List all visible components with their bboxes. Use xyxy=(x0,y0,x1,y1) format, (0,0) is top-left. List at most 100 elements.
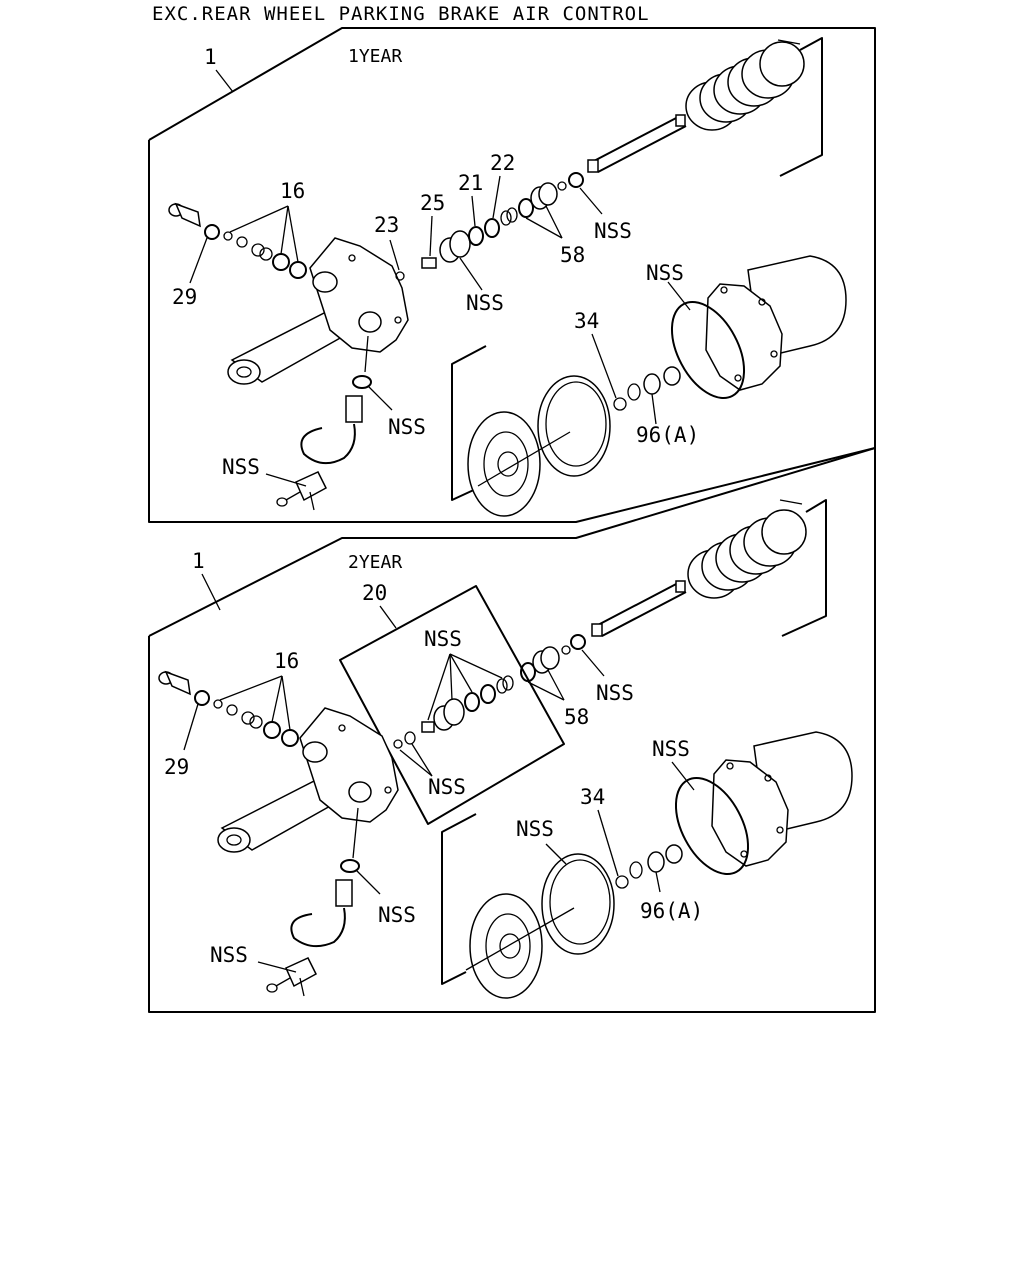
o-ring-29-2 xyxy=(194,690,210,706)
assembly-axis xyxy=(477,431,571,487)
valve-58-2 xyxy=(532,646,560,674)
callout-nss-fitting-2: NSS xyxy=(210,943,248,967)
leader-nss-fitting xyxy=(265,473,307,487)
break-line-piston-2 xyxy=(441,813,477,985)
callout-nss-kit-top: NSS xyxy=(424,627,462,651)
leader-nss-washer-2 xyxy=(355,869,381,895)
leader-kit-e xyxy=(399,749,433,777)
o-ring-58 xyxy=(518,198,534,218)
kit-contents xyxy=(393,675,514,749)
leader-16-c xyxy=(287,205,299,263)
leader-58-b-2 xyxy=(547,669,565,701)
washer-small xyxy=(557,181,567,191)
inlet-fitting-2 xyxy=(158,670,191,696)
callout-nss-oring-2: NSS xyxy=(652,737,690,761)
leader-16-b xyxy=(280,205,289,255)
diagram-title: EXC.REAR WHEEL PARKING BRAKE AIR CONTROL xyxy=(152,3,650,25)
leader-23 xyxy=(389,239,400,271)
leader-22 xyxy=(492,175,501,219)
callout-58: 58 xyxy=(560,243,585,267)
callout-nss-clip-2: NSS xyxy=(596,681,634,705)
chamber xyxy=(705,255,847,391)
air-line-2 xyxy=(266,879,353,997)
washer-nss xyxy=(352,375,372,389)
leader-kit-a xyxy=(427,653,451,721)
spring xyxy=(685,39,805,131)
diaphragm-plate xyxy=(467,411,541,517)
leader-kit-b xyxy=(449,653,453,701)
snap-ring-2 xyxy=(570,634,586,650)
seal-16-a-2 xyxy=(263,721,281,739)
break-line-spring-2 xyxy=(781,499,827,637)
snap-ring xyxy=(568,172,584,188)
assembly-axis-2 xyxy=(465,907,575,971)
seal-22 xyxy=(484,218,500,238)
leader-nss-washer xyxy=(367,385,393,411)
valve-58 xyxy=(530,182,558,210)
leader-16-b-2 xyxy=(271,675,283,723)
panel-2year: 2YEAR 1 20 xyxy=(148,447,876,1013)
leader-nss-fitting-2 xyxy=(257,961,297,973)
callout-nss-ring: NSS xyxy=(516,817,554,841)
leader-nss-clip xyxy=(579,187,603,215)
piston xyxy=(439,230,471,263)
callout-nss-oring: NSS xyxy=(646,261,684,285)
section-label-1year: 1YEAR xyxy=(348,46,402,67)
section-label-2year: 2YEAR xyxy=(348,552,402,573)
leader-96 xyxy=(651,393,657,425)
valve-housing xyxy=(227,237,409,385)
callout-16-2: 16 xyxy=(274,649,299,673)
callout-34-2: 34 xyxy=(580,785,605,809)
leader-kit-c xyxy=(449,653,473,693)
leader-25 xyxy=(429,215,433,257)
leader-34 xyxy=(591,333,617,399)
spring-small xyxy=(500,207,518,226)
seal-16-b xyxy=(289,261,307,279)
leader-29-2 xyxy=(183,703,199,751)
leader-16-a xyxy=(229,205,289,233)
washer-small-2 xyxy=(561,645,571,655)
leader-29 xyxy=(189,237,208,284)
part-34 xyxy=(613,397,627,411)
seal-21 xyxy=(468,226,484,246)
stud-2 xyxy=(352,807,359,859)
o-ring-58-2 xyxy=(520,662,536,682)
leader-16-c-2 xyxy=(281,675,291,731)
callout-nss-washer-2: NSS xyxy=(378,903,416,927)
leader-20 xyxy=(379,605,397,629)
push-rod-2 xyxy=(591,580,687,637)
callout-96-2: 96(A) xyxy=(640,899,703,923)
leader-58-b xyxy=(545,205,563,239)
washer-96-2 xyxy=(629,844,683,879)
part-25 xyxy=(421,257,437,269)
small-parts-row-2 xyxy=(213,699,263,729)
callout-34: 34 xyxy=(574,309,599,333)
panel-1year: 1YEAR 1 xyxy=(148,27,876,523)
diaphragm-plate-2 xyxy=(469,893,543,999)
part-23 xyxy=(395,271,405,281)
spring-2 xyxy=(687,499,807,599)
callout-nss-piston: NSS xyxy=(466,291,504,315)
seal-16-a xyxy=(272,253,290,271)
seal-16-b-2 xyxy=(281,729,299,747)
callout-nss-washer: NSS xyxy=(388,415,426,439)
o-ring-large-2 xyxy=(674,776,750,876)
o-ring-29 xyxy=(204,224,220,240)
callout-20: 20 xyxy=(362,581,387,605)
callout-1-2: 1 xyxy=(192,549,205,573)
callout-nss-clip: NSS xyxy=(594,219,632,243)
callout-29: 29 xyxy=(172,285,197,309)
leader-1-2 xyxy=(201,573,221,611)
leader-kit-f xyxy=(411,743,433,777)
callout-96: 96(A) xyxy=(636,423,699,447)
chamber-2 xyxy=(711,731,853,867)
leader-58-a xyxy=(525,217,563,239)
air-line xyxy=(276,395,363,511)
small-parts-row xyxy=(223,231,273,261)
washer-96 xyxy=(627,366,681,401)
part-34-2 xyxy=(615,875,629,889)
panel-2-frame xyxy=(148,447,876,1013)
repair-kit-box xyxy=(339,585,565,825)
leader-nss-clip-2 xyxy=(581,649,605,677)
